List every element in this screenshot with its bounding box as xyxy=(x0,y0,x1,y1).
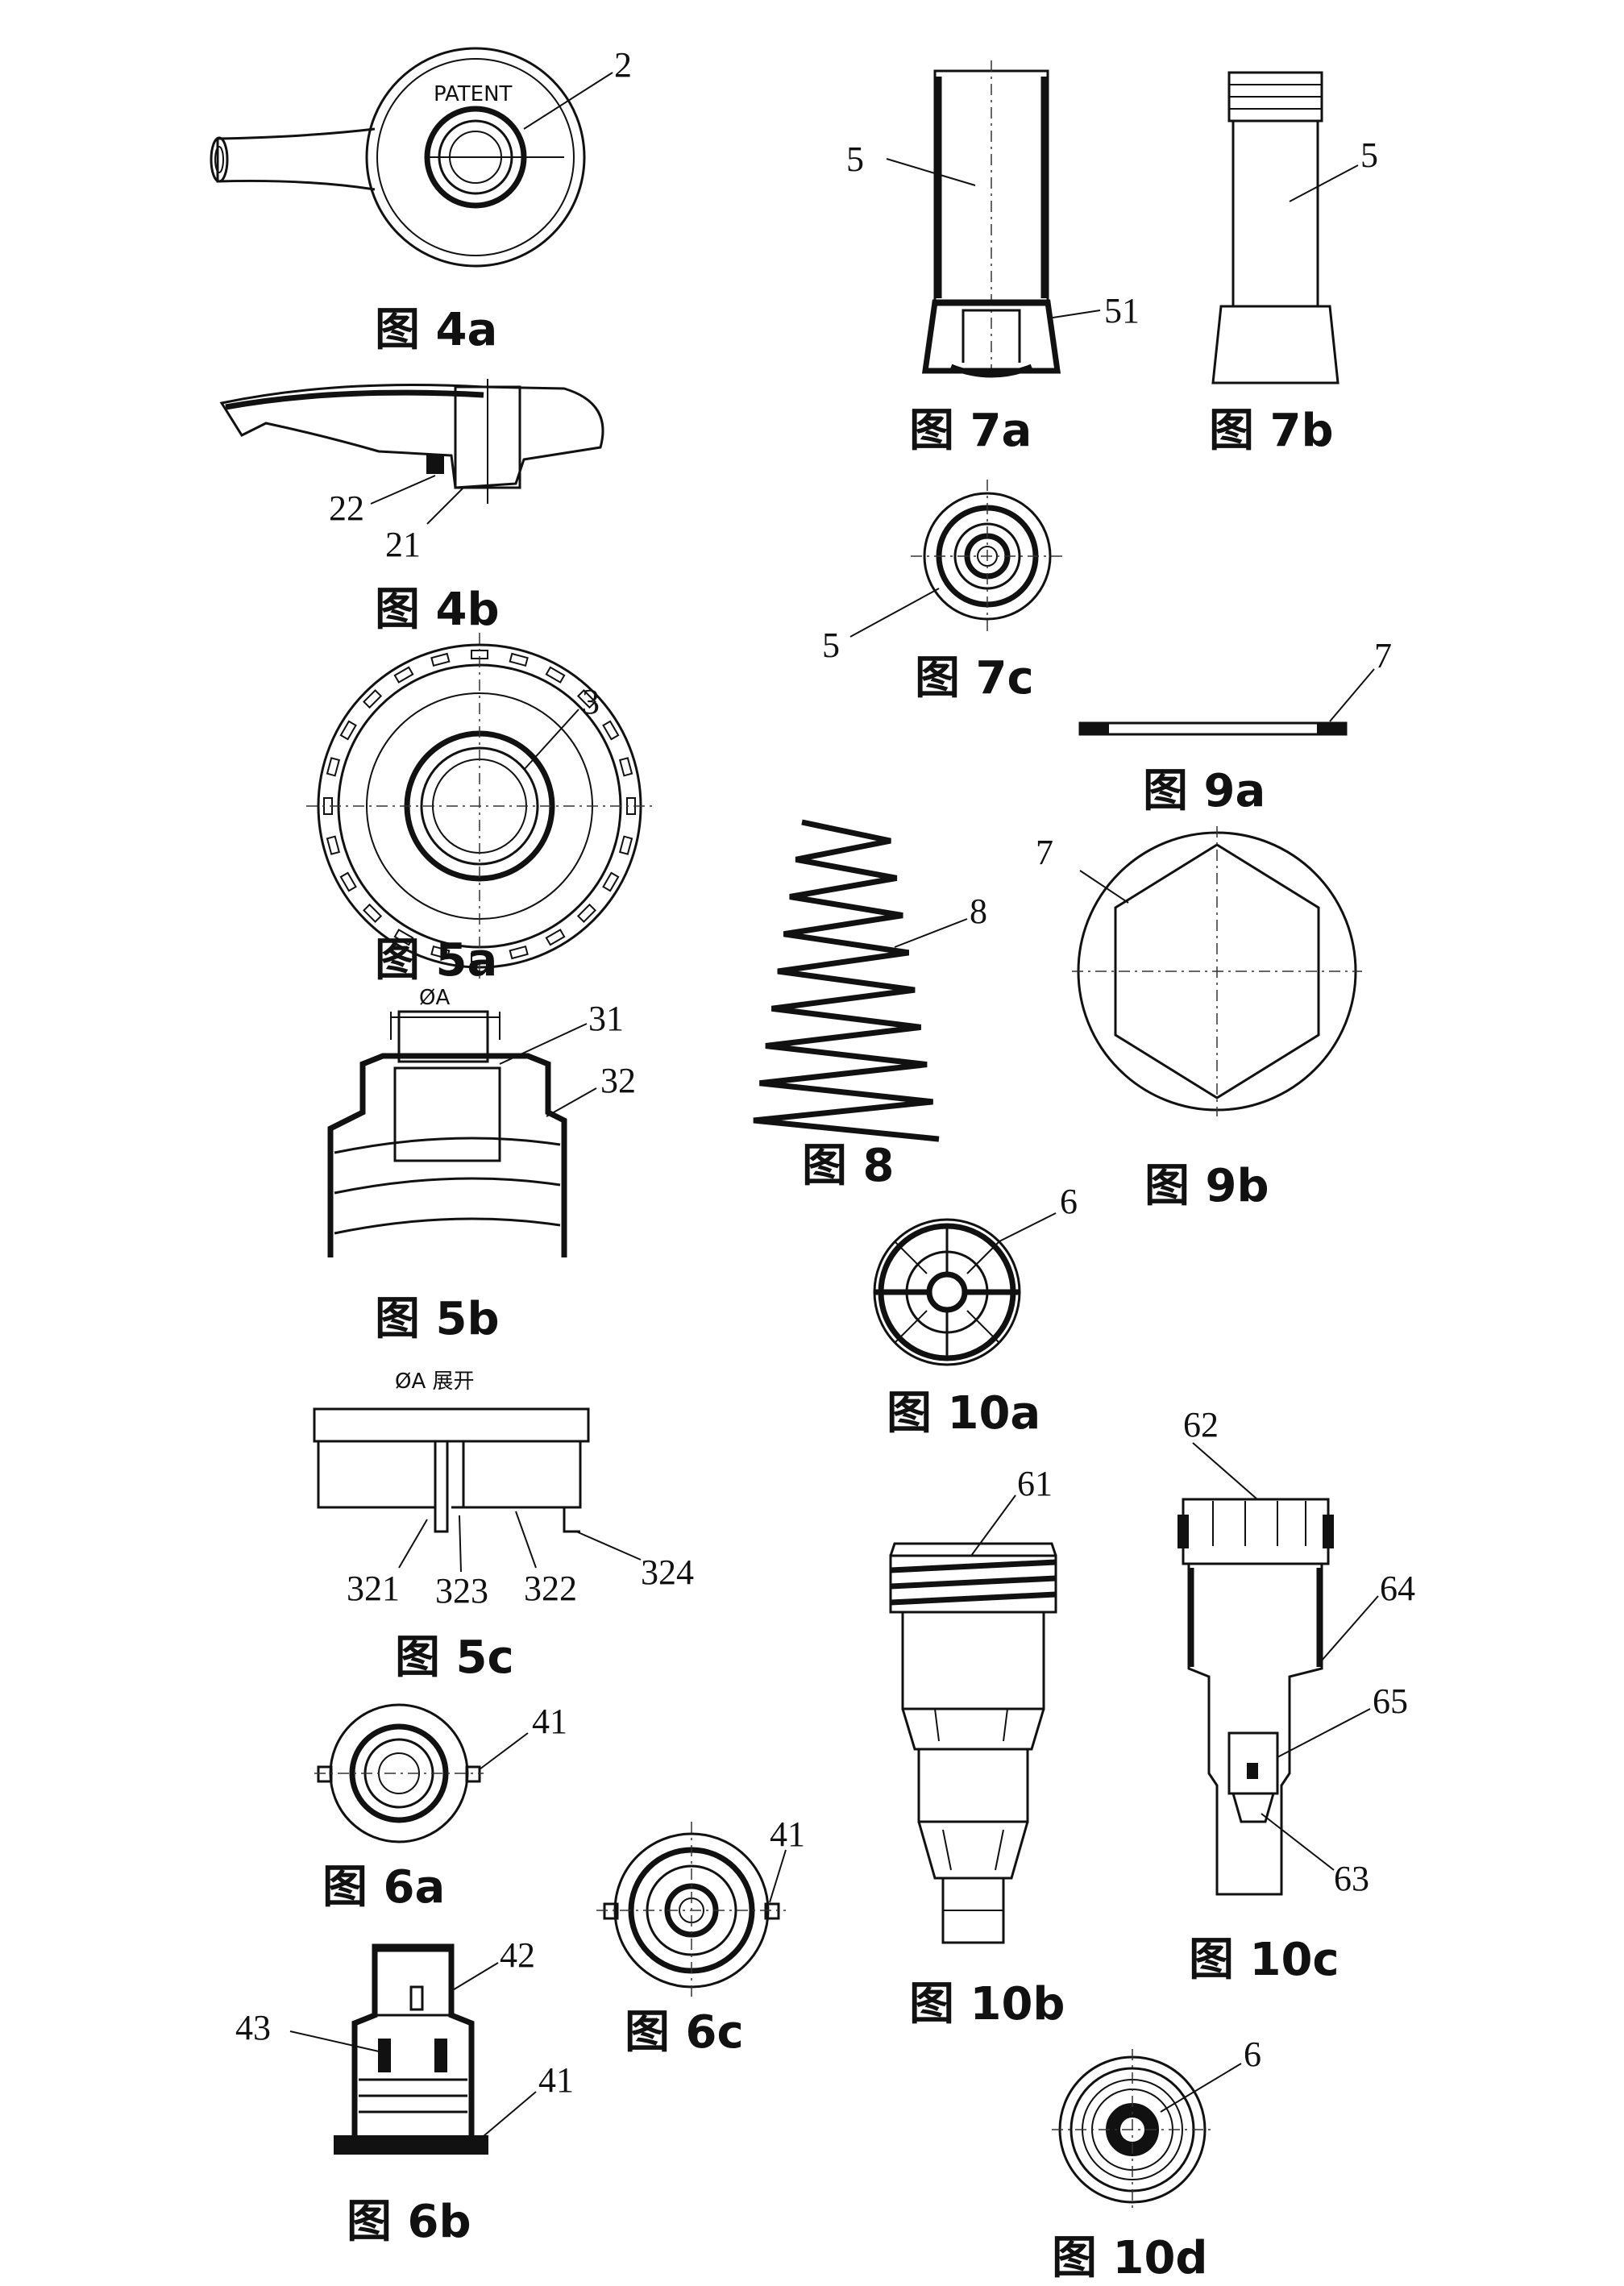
developed-phi-a: ØA 展开 xyxy=(395,1370,475,1394)
caption-9b: 图 9b xyxy=(1144,1160,1269,1212)
caption-5b: 图 5b xyxy=(375,1293,500,1345)
figure-9a: 7 图 9a xyxy=(1078,636,1392,817)
gear-tooth xyxy=(545,929,566,946)
label-62: 62 xyxy=(1183,1405,1219,1444)
gear-tooth xyxy=(326,757,341,777)
gear-tooth xyxy=(602,871,620,892)
gear-tooth xyxy=(576,903,596,923)
label-22: 22 xyxy=(329,488,364,528)
caption-4a: 图 4a xyxy=(375,304,497,356)
figure-10a: 6 图 10a xyxy=(873,1182,1078,1440)
label-65: 65 xyxy=(1373,1681,1408,1721)
caption-6a: 图 6a xyxy=(322,1861,445,1914)
gear-tooth xyxy=(618,757,633,777)
label-5: 5 xyxy=(846,139,864,179)
label-6: 6 xyxy=(1244,2035,1261,2074)
gear-tooth xyxy=(393,666,414,684)
label-8: 8 xyxy=(970,892,987,931)
figure-6b: 42 43 41 图 6b xyxy=(235,1935,574,2248)
caption-4b: 图 4b xyxy=(375,584,500,636)
label-63: 63 xyxy=(1334,1859,1369,1898)
patent-mark: PATENT xyxy=(434,82,513,106)
figure-7c: 5 图 7c xyxy=(822,480,1064,705)
gear-tooth xyxy=(339,720,357,741)
label-321: 321 xyxy=(347,1569,400,1608)
gear-tooth xyxy=(326,835,341,855)
label-324: 324 xyxy=(641,1552,694,1592)
figure-8: 8 图 8 xyxy=(753,819,987,1192)
figure-9b: 7 图 9b xyxy=(1036,826,1362,1212)
caption-10c: 图 10c xyxy=(1189,1934,1339,1986)
label-31: 31 xyxy=(588,999,624,1038)
caption-7c: 图 7c xyxy=(915,652,1034,705)
label-323: 323 xyxy=(435,1571,488,1611)
label-21: 21 xyxy=(385,525,421,564)
figure-7b: 5 图 7b xyxy=(1209,71,1378,457)
caption-5c: 图 5c xyxy=(395,1631,514,1684)
gear-tooth xyxy=(430,652,451,667)
label-6: 6 xyxy=(1060,1182,1078,1221)
caption-7b: 图 7b xyxy=(1209,405,1334,457)
label-43: 43 xyxy=(235,2008,271,2047)
gear-tooth xyxy=(363,689,383,709)
caption-10b: 图 10b xyxy=(909,1978,1065,2030)
gear-tooth xyxy=(393,929,414,946)
label-61: 61 xyxy=(1017,1464,1053,1503)
figure-6c: 41 图 6c xyxy=(596,1814,805,2059)
label-41: 41 xyxy=(538,2060,574,2100)
figure-5a: 3 图 5a xyxy=(306,633,653,987)
figure-4a: PATENT 2 图 4a xyxy=(210,45,632,356)
label-5: 5 xyxy=(822,626,840,665)
figure-5b: ØA 31 32 图 5b xyxy=(327,986,636,1345)
gear-tooth xyxy=(363,903,383,923)
figure-5c: ØA 展开 321 323 322 324 图 5c xyxy=(313,1370,694,1684)
dimension-phi-a: ØA xyxy=(419,986,450,1010)
label-2: 2 xyxy=(614,45,632,85)
gear-tooth xyxy=(339,871,357,892)
gear-tooth xyxy=(430,945,451,960)
label-322: 322 xyxy=(524,1569,577,1608)
caption-9a: 图 9a xyxy=(1143,765,1265,817)
figure-10b: 61 图 10b xyxy=(889,1464,1065,2030)
label-7: 7 xyxy=(1036,833,1053,872)
label-51: 51 xyxy=(1104,291,1140,330)
gear-tooth xyxy=(509,945,529,960)
figure-6a: 41 图 6a xyxy=(314,1702,567,1914)
figure-7a: 5 51 图 7a xyxy=(846,60,1140,457)
caption-10d: 图 10d xyxy=(1052,2232,1208,2284)
figure-10c: 62 64 65 63 图 10c xyxy=(1178,1405,1415,1986)
figure-10d: 6 图 10d xyxy=(1052,2035,1261,2284)
caption-5a: 图 5a xyxy=(375,934,497,987)
gear-tooth xyxy=(602,720,620,741)
label-41: 41 xyxy=(532,1702,567,1741)
gear-tooth xyxy=(509,652,529,667)
label-32: 32 xyxy=(600,1061,636,1100)
label-42: 42 xyxy=(500,1935,535,1975)
label-3: 3 xyxy=(582,682,600,721)
gear-tooth xyxy=(576,689,596,709)
caption-6b: 图 6b xyxy=(347,2196,471,2248)
figure-4b: 22 21 图 4b xyxy=(219,379,604,636)
label-41: 41 xyxy=(770,1814,805,1854)
gear-tooth xyxy=(545,666,566,684)
label-64: 64 xyxy=(1380,1569,1415,1608)
caption-8: 图 8 xyxy=(802,1140,894,1192)
label-5: 5 xyxy=(1360,135,1378,175)
caption-10a: 图 10a xyxy=(887,1387,1040,1440)
caption-6c: 图 6c xyxy=(625,2006,744,2059)
caption-7a: 图 7a xyxy=(909,405,1032,457)
gear-tooth xyxy=(618,835,633,855)
label-7: 7 xyxy=(1374,636,1392,675)
